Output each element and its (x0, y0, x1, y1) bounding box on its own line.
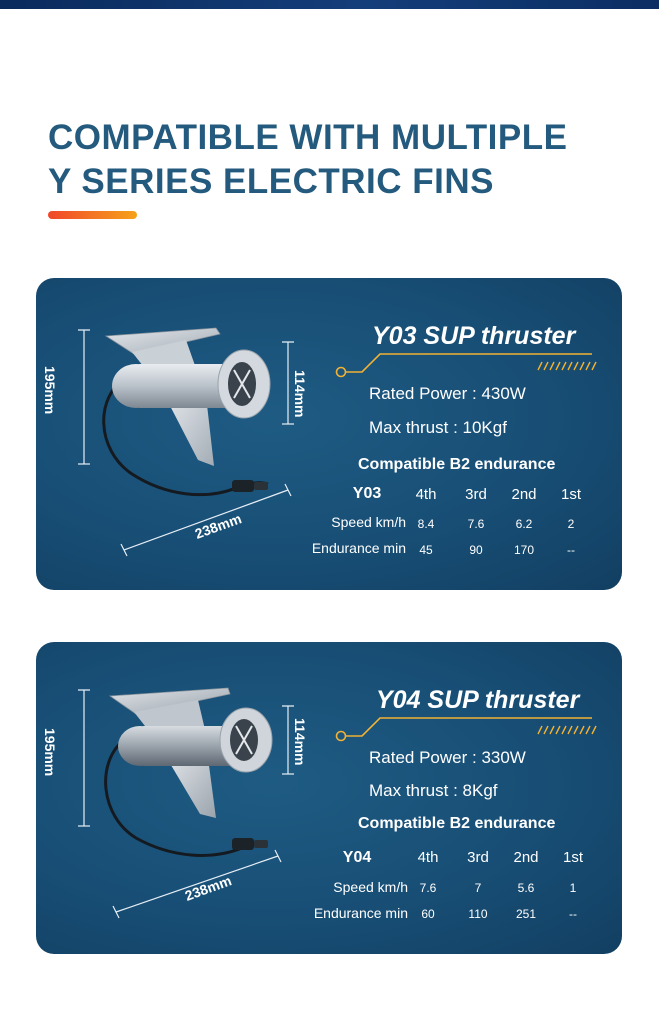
table-endurance-2nd: 251 (515, 907, 537, 921)
top-banner-band (0, 0, 659, 9)
thruster-product-image (78, 687, 294, 919)
headline-accent-bar (48, 211, 137, 219)
max-thrust: Max thrust : 8Kgf (369, 781, 498, 800)
table-gear-2nd: 2nd (511, 486, 537, 503)
circuit-decoration (335, 717, 597, 742)
thruster-title: Y04 SUP thruster (376, 686, 580, 714)
table-speed-1st: 2 (567, 517, 575, 531)
table-speed-1st: 1 (569, 881, 577, 895)
dimension-height-label: 195mm (42, 366, 58, 415)
table-endurance-label: Endurance min (311, 540, 406, 556)
product-card-y04: 195mm 114mm 238mm Y04 SUP thruster Rated… (36, 642, 622, 954)
dimension-line-height (78, 329, 90, 465)
table-speed-2nd: 6.2 (515, 517, 533, 531)
product-card-y03: 195mm 114mm 238mm Y03 SUP thruster Rated… (36, 278, 622, 590)
table-gear-3rd: 3rd (467, 849, 489, 866)
compatible-endurance-title: Compatible B2 endurance (358, 456, 556, 473)
compatible-endurance-title: Compatible B2 endurance (358, 815, 556, 832)
headline-line-1: COMPATIBLE WITH MULTIPLE (48, 118, 568, 157)
dimension-height-label: 195mm (42, 728, 58, 777)
rated-power: Rated Power : 430W (369, 384, 526, 403)
dimension-line-height (78, 689, 90, 827)
table-gear-4th: 4th (415, 486, 437, 503)
dimension-line-thruster (282, 341, 294, 425)
table-endurance-3rd: 90 (469, 543, 483, 557)
dimension-thruster-label: 114mm (292, 718, 308, 766)
dimension-line-thruster (282, 705, 294, 775)
table-gear-3rd: 3rd (465, 486, 487, 503)
table-speed-3rd: 7.6 (467, 517, 485, 531)
table-endurance-1st: -- (567, 543, 575, 557)
max-thrust: Max thrust : 10Kgf (369, 418, 507, 437)
table-speed-3rd: 7 (474, 881, 482, 895)
table-endurance-2nd: 170 (513, 543, 535, 557)
table-model: Y04 (342, 849, 372, 866)
headline-line-2: Y SERIES ELECTRIC FINS (48, 162, 494, 201)
table-speed-4th: 8.4 (417, 517, 435, 531)
table-endurance-4th: 45 (419, 543, 433, 557)
table-endurance-4th: 60 (421, 907, 435, 921)
page-headline: COMPATIBLE WITH MULTIPLE Y SERIES ELECTR… (48, 116, 648, 204)
rated-power: Rated Power : 330W (369, 748, 526, 767)
table-model: Y03 (352, 485, 382, 502)
dimension-line-length (120, 483, 292, 557)
table-endurance-1st: -- (569, 907, 577, 921)
table-speed-4th: 7.6 (419, 881, 437, 895)
table-gear-2nd: 2nd (513, 849, 539, 866)
table-gear-4th: 4th (417, 849, 439, 866)
dimension-thruster-label: 114mm (292, 370, 308, 418)
table-speed-label: Speed km/h (333, 879, 408, 895)
thruster-title: Y03 SUP thruster (372, 322, 576, 350)
table-gear-1st: 1st (560, 486, 582, 503)
circuit-decoration (335, 353, 597, 378)
table-speed-label: Speed km/h (331, 514, 406, 530)
dimension-line-length (112, 849, 282, 919)
table-gear-1st: 1st (562, 849, 584, 866)
table-speed-2nd: 5.6 (517, 881, 535, 895)
thruster-product-image (78, 327, 294, 557)
table-endurance-3rd: 110 (468, 907, 488, 921)
table-endurance-label: Endurance min (313, 905, 408, 921)
